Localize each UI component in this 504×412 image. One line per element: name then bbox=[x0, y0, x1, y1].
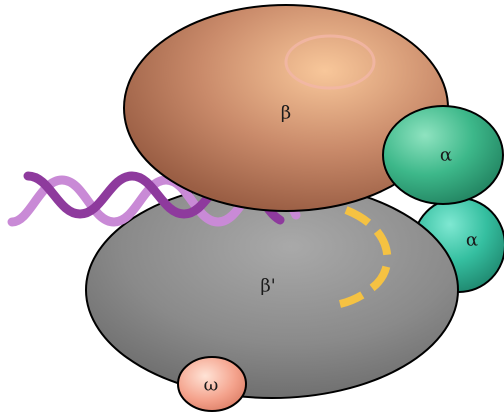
beta-prime-label: β' bbox=[260, 276, 275, 297]
omega-label: ω bbox=[204, 375, 219, 396]
alpha-lower-label: α bbox=[466, 230, 478, 251]
alpha-subunit-upper: α bbox=[382, 105, 504, 205]
omega-subunit: ω bbox=[177, 356, 247, 412]
beta-label: β bbox=[281, 103, 291, 124]
alpha-upper-label: α bbox=[440, 145, 452, 166]
rna-transcript bbox=[338, 206, 392, 308]
beta-highlight bbox=[284, 34, 376, 90]
